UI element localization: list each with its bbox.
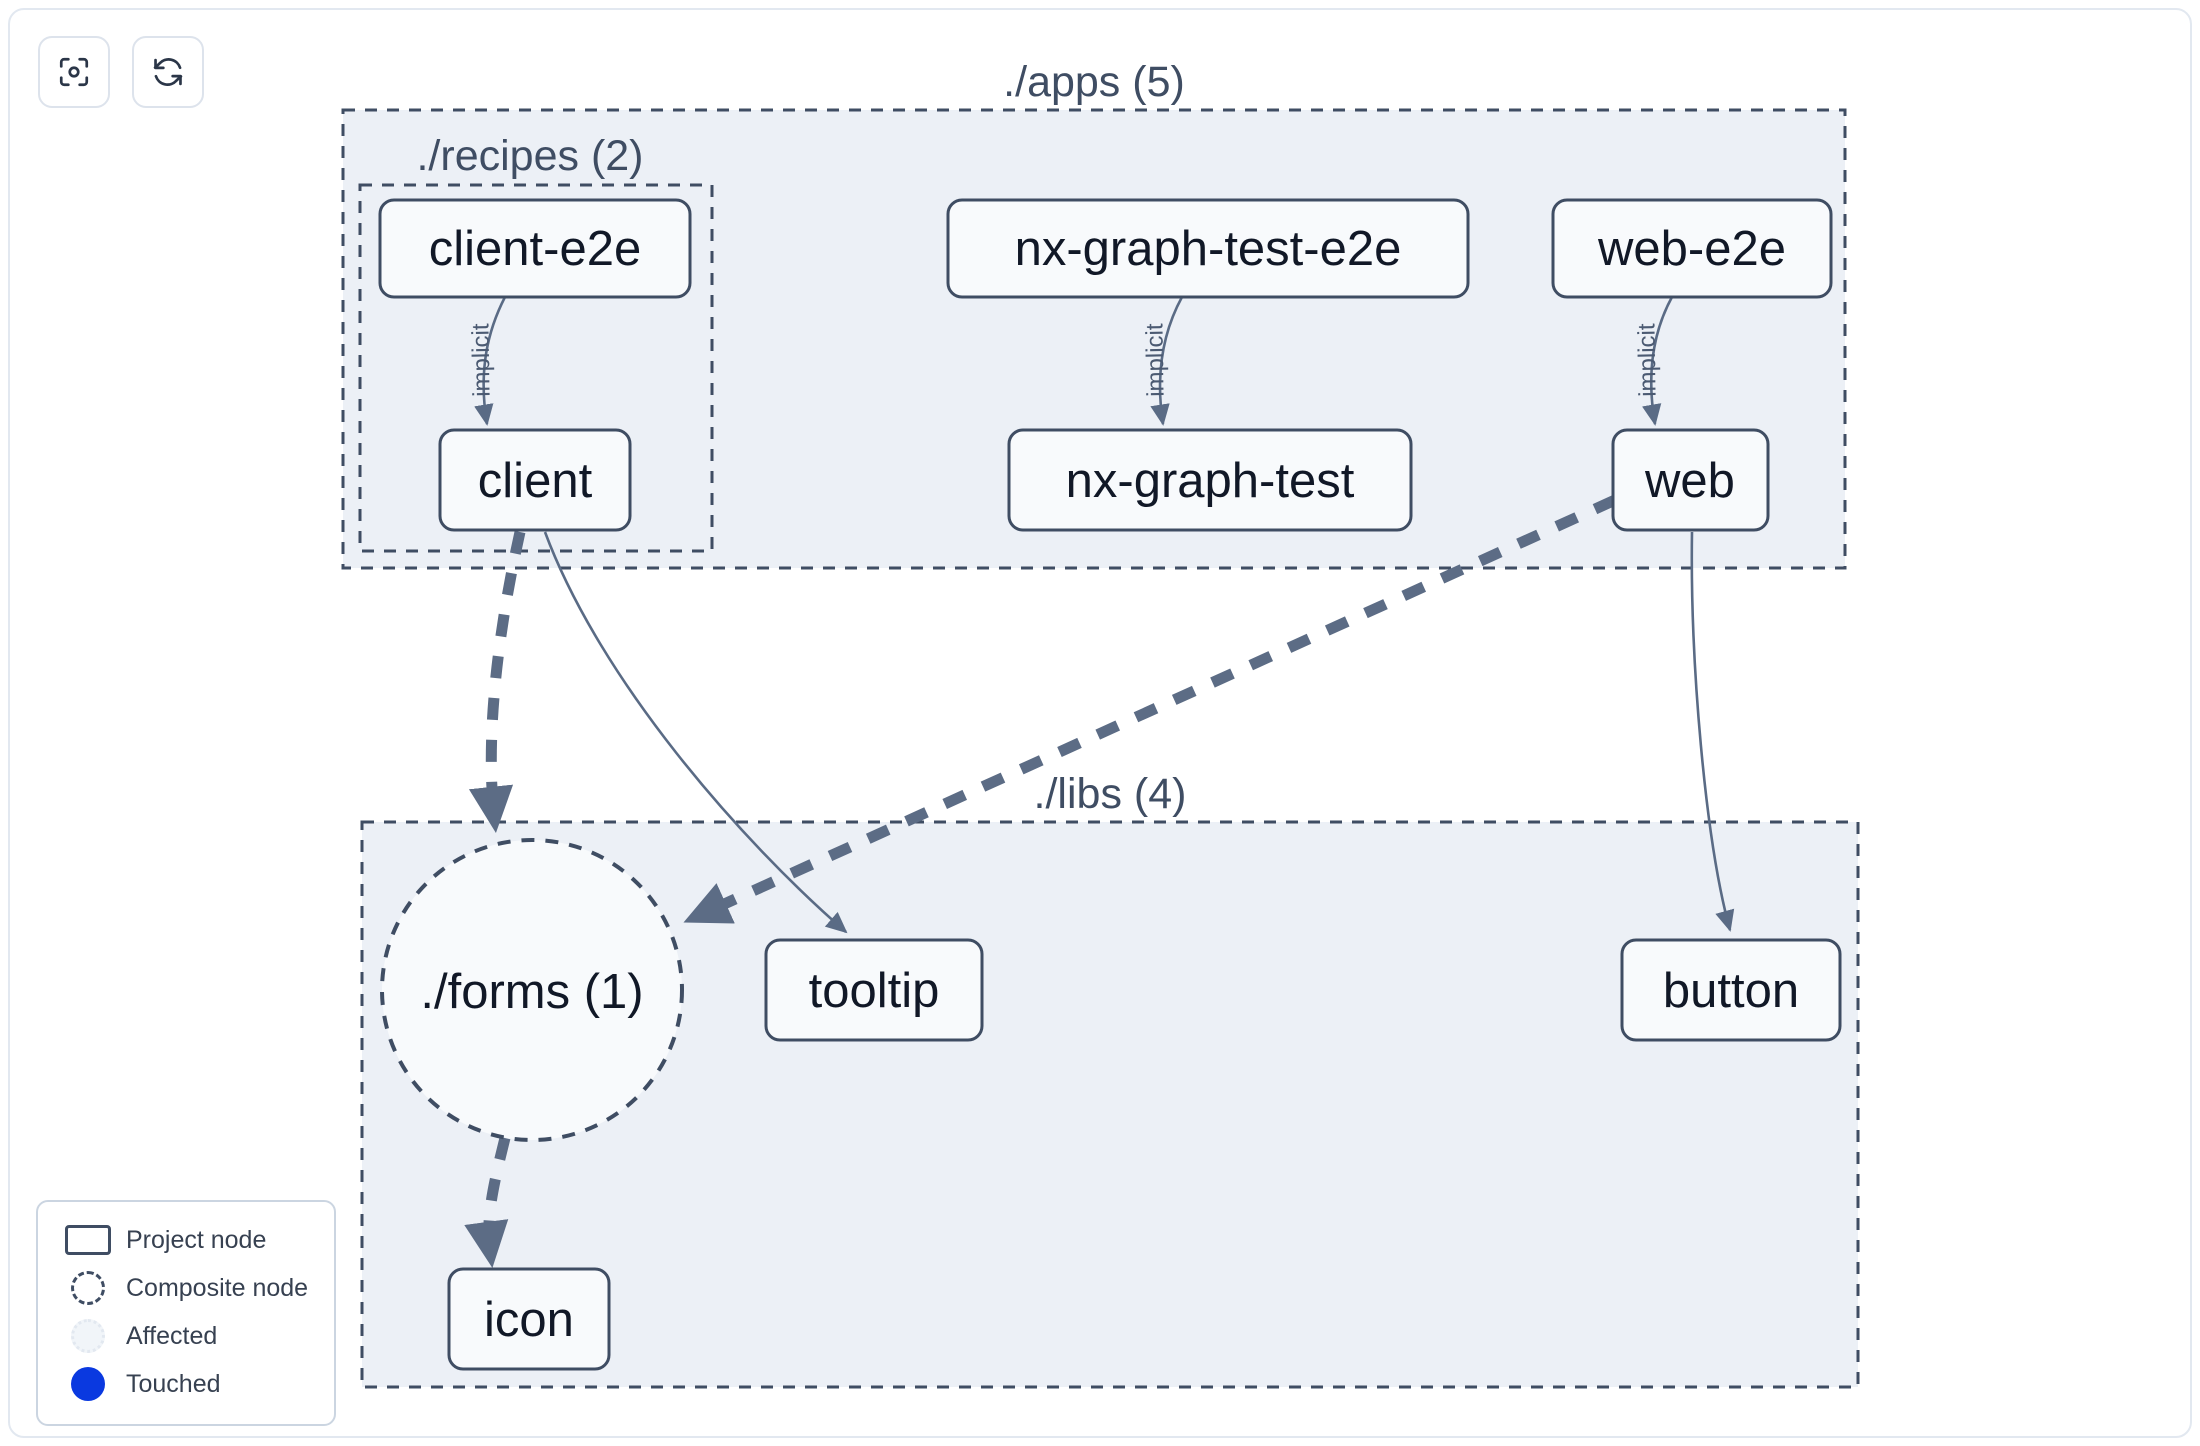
node-client-label: client [478, 454, 593, 508]
node-nx-graph-test-e2e-label: nx-graph-test-e2e [1015, 222, 1402, 276]
edge-web-e2e-to-web-path[interactable] [1642, 296, 1674, 426]
node-nx-graph-test-e2e-rect[interactable] [946, 198, 1470, 299]
legend-item-composite-node: Composite node [56, 1264, 316, 1312]
node-button-rect[interactable] [1620, 938, 1842, 1042]
group-recipes-label: ./recipes (2) [416, 132, 643, 180]
legend-label-affected: Affected [126, 1321, 218, 1350]
node-client-e2e[interactable]: client-e2e [378, 198, 692, 299]
edge-client-to-tooltip-path[interactable] [543, 531, 848, 934]
node-web-e2e-rect[interactable] [1551, 198, 1833, 299]
edge-forms-to-icon[interactable] [464, 1136, 511, 1268]
node-web-e2e[interactable]: web-e2e [1551, 198, 1833, 299]
select-affected-button[interactable] [38, 36, 110, 108]
node-web-label: web [1644, 454, 1735, 508]
node-tooltip-label: tooltip [809, 964, 940, 1018]
edge-web-to-button-path[interactable] [1690, 531, 1735, 932]
node-nx-graph-test-e2e[interactable]: nx-graph-test-e2e [946, 198, 1470, 299]
legend-item-affected: Affected [56, 1312, 316, 1360]
affected-icon [56, 1319, 120, 1353]
legend-label-project-node: Project node [126, 1225, 267, 1254]
node-web-e2e-label: web-e2e [1597, 222, 1786, 276]
node-icon-label: icon [484, 1293, 574, 1347]
node-client-e2e-label: client-e2e [429, 222, 641, 276]
legend-label-touched: Touched [126, 1369, 221, 1398]
node-nx-graph-test-rect[interactable] [1007, 428, 1413, 532]
node-web-rect[interactable] [1611, 428, 1770, 532]
legend-label-composite-node: Composite node [126, 1273, 309, 1302]
group-apps-label: ./apps (5) [1003, 58, 1185, 106]
node-forms-circle[interactable] [380, 838, 684, 1142]
legend-item-project-node: Project node [56, 1216, 316, 1264]
touched-icon [56, 1367, 120, 1401]
focus-target-icon [57, 55, 91, 89]
node-nx-graph-test[interactable]: nx-graph-test [1007, 428, 1413, 532]
graph-toolbar [38, 36, 204, 108]
node-client-e2e-rect[interactable] [378, 198, 692, 299]
legend-item-touched: Touched [56, 1360, 316, 1408]
edge-client-to-forms[interactable] [468, 530, 526, 834]
edge-forms-to-icon-path[interactable] [464, 1136, 511, 1268]
node-icon-rect[interactable] [447, 1267, 611, 1371]
refresh-icon [151, 55, 185, 89]
graph-legend: Project node Composite node Affected Tou… [36, 1200, 336, 1426]
group-libs-label: ./libs (4) [1034, 770, 1187, 818]
node-forms-label: ./forms (1) [420, 965, 643, 1019]
edge-nx-graph-test-e2e-to-nx-graph-test[interactable]: implicit [1141, 296, 1184, 426]
node-button[interactable]: button [1620, 938, 1842, 1042]
composite-node-icon [56, 1271, 120, 1305]
node-forms-composite[interactable]: ./forms (1) [380, 838, 684, 1142]
edge-label-implicit-nx-graph-test: implicit [1141, 323, 1169, 397]
edge-client-e2e-to-client-path[interactable] [474, 296, 507, 426]
edge-client-to-forms-path[interactable] [468, 530, 526, 834]
edge-nx-graph-test-e2e-to-nx-graph-test-path[interactable] [1150, 296, 1184, 426]
edge-label-implicit-client: implicit [467, 323, 495, 397]
node-nx-graph-test-label: nx-graph-test [1066, 454, 1355, 508]
edge-web-to-button[interactable] [1690, 531, 1735, 932]
edge-label-implicit-web: implicit [1633, 323, 1661, 397]
node-button-label: button [1663, 964, 1799, 1018]
edge-client-to-tooltip[interactable] [543, 531, 848, 934]
edge-web-e2e-to-web[interactable]: implicit [1633, 296, 1674, 426]
node-tooltip-rect[interactable] [764, 938, 984, 1042]
refresh-graph-button[interactable] [132, 36, 204, 108]
node-client[interactable]: client [438, 428, 632, 532]
project-node-icon [56, 1225, 120, 1255]
edge-client-e2e-to-client[interactable]: implicit [467, 296, 507, 426]
node-client-rect[interactable] [438, 428, 632, 532]
node-icon[interactable]: icon [447, 1267, 611, 1371]
node-web[interactable]: web [1611, 428, 1770, 532]
node-tooltip[interactable]: tooltip [764, 938, 984, 1042]
